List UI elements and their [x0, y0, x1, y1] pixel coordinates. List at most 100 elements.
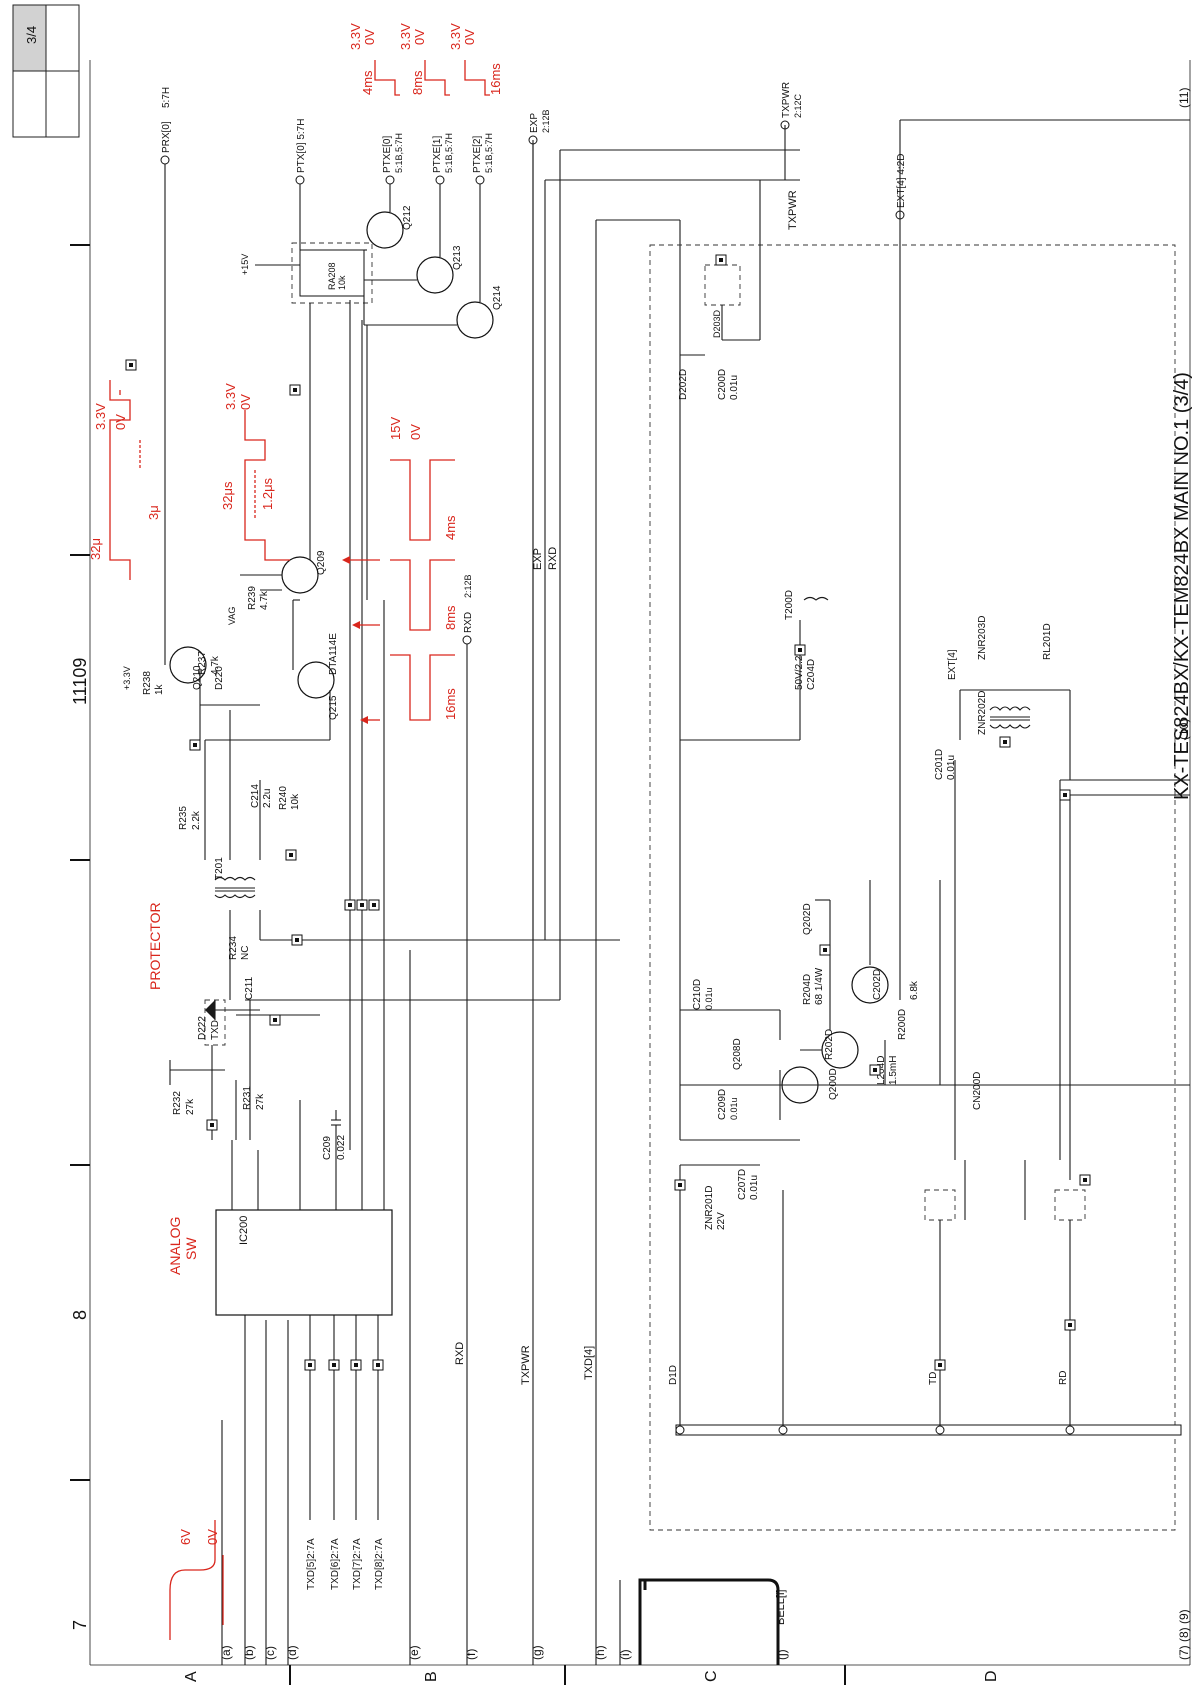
port-ptxe1: PTXE[1]	[432, 136, 443, 173]
l204d-ref: C204D	[806, 659, 817, 690]
q208d-ref: Q200D	[828, 1068, 839, 1100]
port-rxd: RXD	[463, 612, 474, 633]
port-ptxe0-ref: 5:1B,5:7H	[394, 133, 404, 173]
znr200d-value: 22V	[716, 1212, 727, 1230]
port-ptxe1-ref: 5:1B,5:7H	[444, 133, 454, 173]
connector-e: (e)	[407, 1645, 421, 1660]
r202d-ref: R204D	[802, 974, 813, 1005]
c202d-value: 6.8k	[909, 980, 920, 1000]
waveform-ptxe0-low: 0V	[362, 29, 377, 45]
r202d-value: 68 1/4W	[814, 967, 825, 1005]
t201-transformer	[204, 739, 620, 1001]
page-number-box: 3/4	[12, 4, 80, 138]
r240-ref: R240	[278, 786, 289, 810]
line-interface-boundary	[649, 244, 1176, 1531]
waveform-prx-period: 32μ	[88, 538, 103, 560]
q209-transistor	[240, 330, 319, 594]
waveform-ptxe2-period: 16ms	[488, 63, 503, 95]
connector-g: (g)	[530, 1645, 544, 1660]
waveform-prx-high: 3.3V	[93, 403, 108, 430]
r238-value: 1k	[154, 683, 165, 695]
bus-label-txd4: TXD[4]	[583, 1346, 595, 1380]
test-points	[125, 254, 1091, 1371]
t201-ref: T201	[214, 857, 225, 880]
protector-circuit	[169, 999, 320, 1140]
bus-label-txpwr: TXPWR	[520, 1345, 532, 1385]
grid-row-d: D	[983, 1670, 1000, 1682]
bus-label-td: TD	[928, 1372, 939, 1385]
txd7-input: TXD[7]2:7A	[352, 1538, 363, 1590]
r235-ref: R235	[178, 806, 189, 830]
protector-label: PROTECTOR	[147, 902, 163, 990]
connector-d: (d)	[285, 1645, 299, 1660]
d202d-ref: ZNR203D	[977, 616, 988, 660]
waveform-ptxe1-low: 0V	[412, 29, 427, 45]
bus-label-rd: RD	[1058, 1371, 1069, 1385]
d203d-ref: RL201D	[1042, 623, 1053, 660]
waveform-analog-low: 0V	[205, 1529, 220, 1545]
c211-ref: C211	[244, 976, 255, 1000]
waveform-8ms-period: 8ms	[443, 605, 458, 630]
c209-value: 0.022	[336, 1135, 347, 1160]
znr201d-ref: C207D	[737, 1169, 748, 1200]
bus-label-rxd-v: RXD	[547, 547, 559, 570]
c214-ref: C214	[250, 784, 261, 808]
c200d-ref: CN200D	[972, 1072, 983, 1110]
plus15v-label: +15V	[240, 254, 250, 275]
txd8-input: TXD[8]2:7A	[374, 1538, 385, 1590]
waveform-ptxe	[374, 60, 490, 96]
grid-row-a: A	[183, 1671, 200, 1682]
t200d-ref: ZNR202D	[977, 691, 988, 735]
txd6-input: TXD[6]2:7A	[330, 1538, 341, 1590]
connector-a: (a)	[219, 1645, 233, 1660]
r231-value: 27k	[255, 1093, 266, 1110]
r220d-value: 0.01u	[729, 375, 740, 400]
ptx-driver-block	[255, 180, 494, 1150]
znr200d-ref: ZNR201D	[704, 1186, 715, 1230]
waveform-ptx-high: 3.3V	[223, 383, 238, 410]
waveform-ptxe2-high: 3.3V	[448, 23, 463, 50]
r240-value: 10k	[290, 793, 301, 810]
vag-label: VAG	[227, 607, 237, 625]
l204d-value: 50V/2.2	[794, 655, 805, 690]
waveform-q215-high: 15V	[388, 417, 403, 440]
r239-ref: R239	[247, 586, 258, 610]
r237-ref: R237	[197, 651, 208, 675]
grid-ticks-top	[70, 244, 90, 1481]
th2d-ref: T200D	[784, 590, 795, 620]
d220-ref: D220	[214, 666, 225, 690]
grid-column-8: 8	[70, 1310, 90, 1320]
ext4-label: EXT[4]	[947, 649, 958, 680]
ra208-ref: RA208	[327, 262, 337, 290]
q202d-ref: C202D	[872, 969, 883, 1000]
middle-buses	[532, 119, 1190, 1000]
q213-ref: Q213	[452, 245, 463, 270]
c204d-ref: C201D	[934, 749, 945, 780]
port-ext4: EXT[4] 4:2D	[896, 154, 907, 208]
schematic-title: KX-TES824BX/KX-TEM824BX MAIN NO.1 (3/4)	[1171, 372, 1193, 800]
c209d-ref: C210D	[692, 979, 703, 1010]
r204d-ref: Q202D	[802, 903, 813, 935]
ic200-block: IC200	[215, 1100, 393, 1335]
r237-value: 4.7k	[210, 655, 221, 675]
r232-ref: R232	[172, 1091, 183, 1115]
analog-sw-label: ANALOG	[167, 1217, 183, 1275]
left-connector-labels: (a) (b) (c) (d) (e) (f) (g) (h) (i) (j)	[219, 1645, 789, 1660]
waveform-q215	[342, 459, 455, 724]
waveform-prx-width: 3μ	[146, 505, 161, 520]
d222-ref: D222	[197, 1016, 208, 1040]
d208d-ref: D203D	[712, 309, 722, 338]
analog-sw-label-2: SW	[183, 1237, 199, 1260]
r239-value: 4.7k	[259, 590, 270, 610]
txd-inputs	[304, 1335, 384, 1520]
c204d-value: 0.01u	[946, 755, 957, 780]
r232-value: 27k	[185, 1098, 196, 1115]
plus33v-label: +3.3V	[122, 666, 132, 690]
c209d-value: 0.01u	[704, 987, 714, 1010]
waveform-ptx	[244, 410, 290, 561]
waveform-analog	[169, 1520, 224, 1640]
r220d-ref: C200D	[717, 369, 728, 400]
bus-label-d1d: D1D	[668, 1365, 679, 1385]
grid-column-7: 7	[70, 1620, 90, 1630]
